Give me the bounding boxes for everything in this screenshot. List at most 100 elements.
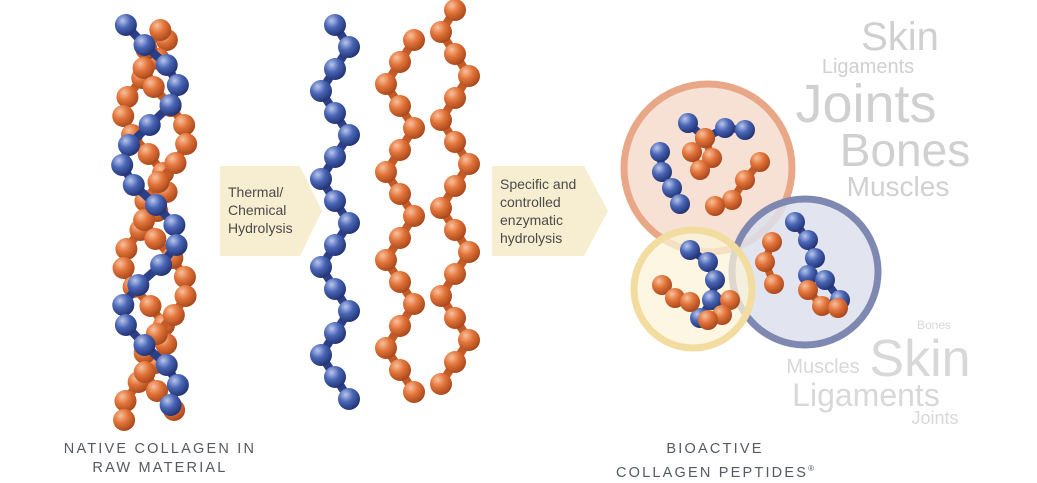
orange-bead xyxy=(798,280,818,300)
orange-bead xyxy=(764,274,784,294)
orange-bead xyxy=(458,241,480,263)
blue-bead xyxy=(324,278,346,300)
orange-bead xyxy=(375,337,397,359)
blue-bead xyxy=(167,374,189,396)
orange-bead xyxy=(762,232,782,252)
blue-bead xyxy=(324,322,346,344)
cloud-word: Skin xyxy=(861,15,939,59)
word-cloud-top: Skin Ligaments Joints Bones Muscles xyxy=(795,15,970,202)
orange-bead xyxy=(680,292,700,312)
orange-bead xyxy=(750,152,770,172)
orange-bead xyxy=(375,161,397,183)
cloud-word: Joints xyxy=(911,408,958,428)
orange-bead xyxy=(143,76,165,98)
orange-bead xyxy=(444,307,466,329)
blue-bead xyxy=(111,154,133,176)
cloud-word: Muscles xyxy=(786,356,859,378)
blue-bead xyxy=(324,366,346,388)
blue-bead xyxy=(338,388,360,410)
orange-bead xyxy=(115,390,137,412)
orange-bead xyxy=(430,197,452,219)
orange-bead xyxy=(403,381,425,403)
orange-bead xyxy=(444,351,466,373)
blue-bead xyxy=(715,118,735,138)
blue-bead xyxy=(324,58,346,80)
orange-bead xyxy=(164,152,186,174)
caption-line: RAW MATERIAL xyxy=(45,459,275,478)
blue-bead xyxy=(118,134,140,156)
blue-bead xyxy=(133,334,155,356)
orange-bead xyxy=(444,175,466,197)
orange-bead xyxy=(755,252,775,272)
blue-bead xyxy=(156,54,178,76)
orange-bead xyxy=(705,196,725,216)
orange-bead xyxy=(163,304,185,326)
blue-bead xyxy=(678,113,698,133)
blue-bead xyxy=(324,14,346,36)
orange-bead xyxy=(389,359,411,381)
orange-bead xyxy=(389,95,411,117)
orange-bead xyxy=(389,315,411,337)
orange-bead xyxy=(112,105,134,127)
blue-bead xyxy=(167,74,189,96)
orange-bead xyxy=(115,238,137,260)
orange-bead xyxy=(389,139,411,161)
blue-bead xyxy=(115,14,137,36)
blue-bead xyxy=(338,36,360,58)
blue-bead xyxy=(670,194,690,214)
orange-bead xyxy=(175,133,197,155)
blue-bead xyxy=(338,124,360,146)
orange-bead xyxy=(430,373,452,395)
blue-bead xyxy=(123,174,145,196)
orange-bead xyxy=(403,117,425,139)
orange-bead xyxy=(113,257,135,279)
blue-bead xyxy=(735,120,755,140)
orange-bead xyxy=(444,219,466,241)
caption-native-collagen: NATIVE COLLAGEN IN RAW MATERIAL xyxy=(45,440,275,478)
orange-bead xyxy=(389,51,411,73)
blue-bead xyxy=(324,190,346,212)
orange-bead xyxy=(174,266,196,288)
blue-bead xyxy=(133,34,155,56)
caption-line: NATIVE COLLAGEN IN xyxy=(45,440,275,459)
orange-bead xyxy=(430,21,452,43)
caption-bioactive-peptides: BIOACTIVE COLLAGEN PEPTIDES® xyxy=(600,440,830,483)
orange-bead xyxy=(133,57,155,79)
caption-line: BIOACTIVE xyxy=(600,440,830,459)
orange-bead xyxy=(148,171,170,193)
blue-bead xyxy=(163,214,185,236)
blue-bead xyxy=(145,194,167,216)
blue-bead xyxy=(324,102,346,124)
orange-bead xyxy=(173,114,195,136)
orange-bead xyxy=(403,293,425,315)
blue-bead xyxy=(705,270,725,290)
orange-bead xyxy=(403,205,425,227)
cloud-word: Bones xyxy=(840,124,970,176)
orange-bead xyxy=(735,170,755,190)
orange-bead xyxy=(698,310,718,330)
orange-bead xyxy=(113,409,135,431)
arrow-1-text: Thermal/ Chemical Hydrolysis xyxy=(228,184,293,236)
orange-bead xyxy=(444,263,466,285)
orange-bead xyxy=(116,86,138,108)
orange-bead xyxy=(444,131,466,153)
orange-bead xyxy=(138,143,160,165)
blue-bead xyxy=(798,230,818,250)
blue-bead xyxy=(680,240,700,260)
orange-bead xyxy=(690,160,710,180)
orange-bead xyxy=(444,43,466,65)
orange-bead xyxy=(389,227,411,249)
cloud-word: Muscles xyxy=(847,171,950,202)
orange-bead xyxy=(134,361,156,383)
orange-bead xyxy=(458,329,480,351)
blue-bead xyxy=(156,354,178,376)
blue-bead xyxy=(698,252,718,272)
orange-bead xyxy=(403,29,425,51)
blue-bead xyxy=(324,234,346,256)
blue-bead xyxy=(166,234,188,256)
blue-bead xyxy=(338,300,360,322)
hydrolysis-arrow-2: Specific and controlled enzymatic hydrol… xyxy=(492,166,608,256)
blue-bead xyxy=(160,94,182,116)
